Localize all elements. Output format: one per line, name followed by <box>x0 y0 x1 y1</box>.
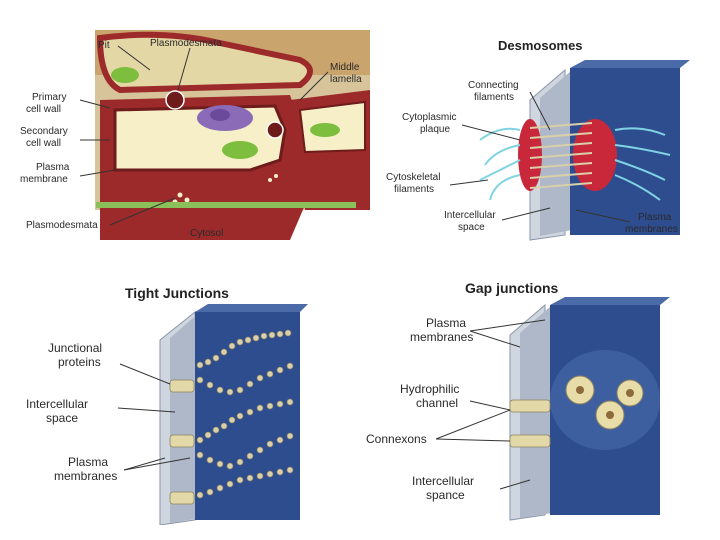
tight-intercellular-label-1: Intercellular <box>26 397 88 411</box>
junctional-label-2: proteins <box>58 355 101 369</box>
connecting-filaments-label-1: Connecting <box>468 80 519 91</box>
upper-cell <box>96 31 313 94</box>
hydrophilic-label-2: channel <box>416 396 458 410</box>
tight-plasma-label-1: Plasma <box>68 455 108 469</box>
connexon-face-view <box>565 375 644 430</box>
plasma-membrane-label-1: Plasma <box>36 162 70 173</box>
junctional-protein-strands <box>196 329 294 499</box>
connexon-side-view <box>509 399 551 448</box>
connexons-label: Connexons <box>366 432 427 446</box>
plasmodesmata-bottom-label: Plasmodesmata <box>26 220 98 231</box>
tight-plasma-label-2: membranes <box>54 469 117 483</box>
gap-junctions-panel: Gap junctions Plasma membranes Hydrophil… <box>360 275 680 525</box>
gap-intercellular-label-2: spance <box>426 488 465 502</box>
desmosomes-title: Desmosomes <box>498 38 583 53</box>
desmosomes-panel: Desmosomes Connecting filaments Cytoplas… <box>380 30 720 242</box>
primary-wall-label-1: Primary <box>32 92 66 103</box>
gap-junctions-diagram: Gap junctions Plasma membranes Hydrophil… <box>366 280 670 521</box>
gap-intercellular-label-1: Intercellular <box>412 474 474 488</box>
cytoplasmic-plaque-left <box>518 119 542 191</box>
middle-lamella-label-1: Middle <box>330 62 360 73</box>
pit-label: Pit <box>98 40 110 51</box>
junctional-label-1: Junctional <box>48 341 102 355</box>
primary-wall-label-2: cell wall <box>26 104 61 115</box>
tight-junctions-diagram: Tight Junctions Junctional proteins Inte… <box>26 285 308 525</box>
plasma-membranes-label-2: membranes <box>625 224 678 235</box>
plasmodesma-plug-2 <box>266 121 284 139</box>
middle-lamella-label-2: lamella <box>330 74 362 85</box>
plant-cell-panel: Pit Plasmodesmata Middle lamella Primary… <box>0 30 370 240</box>
desmosomes-diagram: Desmosomes Connecting filaments Cytoplas… <box>386 38 690 241</box>
plaque-label-1: Cytoplasmic <box>402 112 456 123</box>
cytoskeletal-label-2: filaments <box>394 184 434 195</box>
intercellular-label-2: space <box>458 222 485 233</box>
plasma-membranes-label-1: Plasma <box>638 212 672 223</box>
cell-block-right <box>570 68 680 235</box>
tight-junctions-title: Tight Junctions <box>125 285 229 301</box>
plasmodesma-plug-1 <box>165 90 185 110</box>
plasma-membrane-label-2: membrane <box>20 174 68 185</box>
chloroplast <box>111 67 139 83</box>
plaque-label-2: plaque <box>420 124 450 135</box>
tight-cell-block <box>195 312 300 520</box>
intercellular-label-1: Intercellular <box>444 210 496 221</box>
chloroplast-2 <box>222 141 258 159</box>
tight-junctions-panel: Tight Junctions Junctional proteins Inte… <box>20 280 310 525</box>
cytosol-label: Cytosol <box>190 228 223 239</box>
plasmodesmata-top-label: Plasmodesmata <box>150 38 222 49</box>
gap-plasma-label-1: Plasma <box>426 316 466 330</box>
junctional-protein-clusters <box>169 379 195 505</box>
secondary-wall-label-1: Secondary <box>20 126 68 137</box>
secondary-wall-label-2: cell wall <box>26 138 61 149</box>
connecting-filaments-label-2: filaments <box>474 92 514 103</box>
gap-plasma-label-2: membranes <box>410 330 473 344</box>
gap-junctions-title: Gap junctions <box>465 280 559 296</box>
connecting-filaments <box>529 122 593 189</box>
tight-intercellular-label-2: space <box>46 411 78 425</box>
hydrophilic-label-1: Hydrophilic <box>400 382 459 396</box>
cytoskeletal-label-1: Cytoskeletal <box>386 172 440 183</box>
cytoskeletal-filaments <box>479 127 671 201</box>
plant-cell-diagram: Pit Plasmodesmata Middle lamella Primary… <box>20 30 370 240</box>
